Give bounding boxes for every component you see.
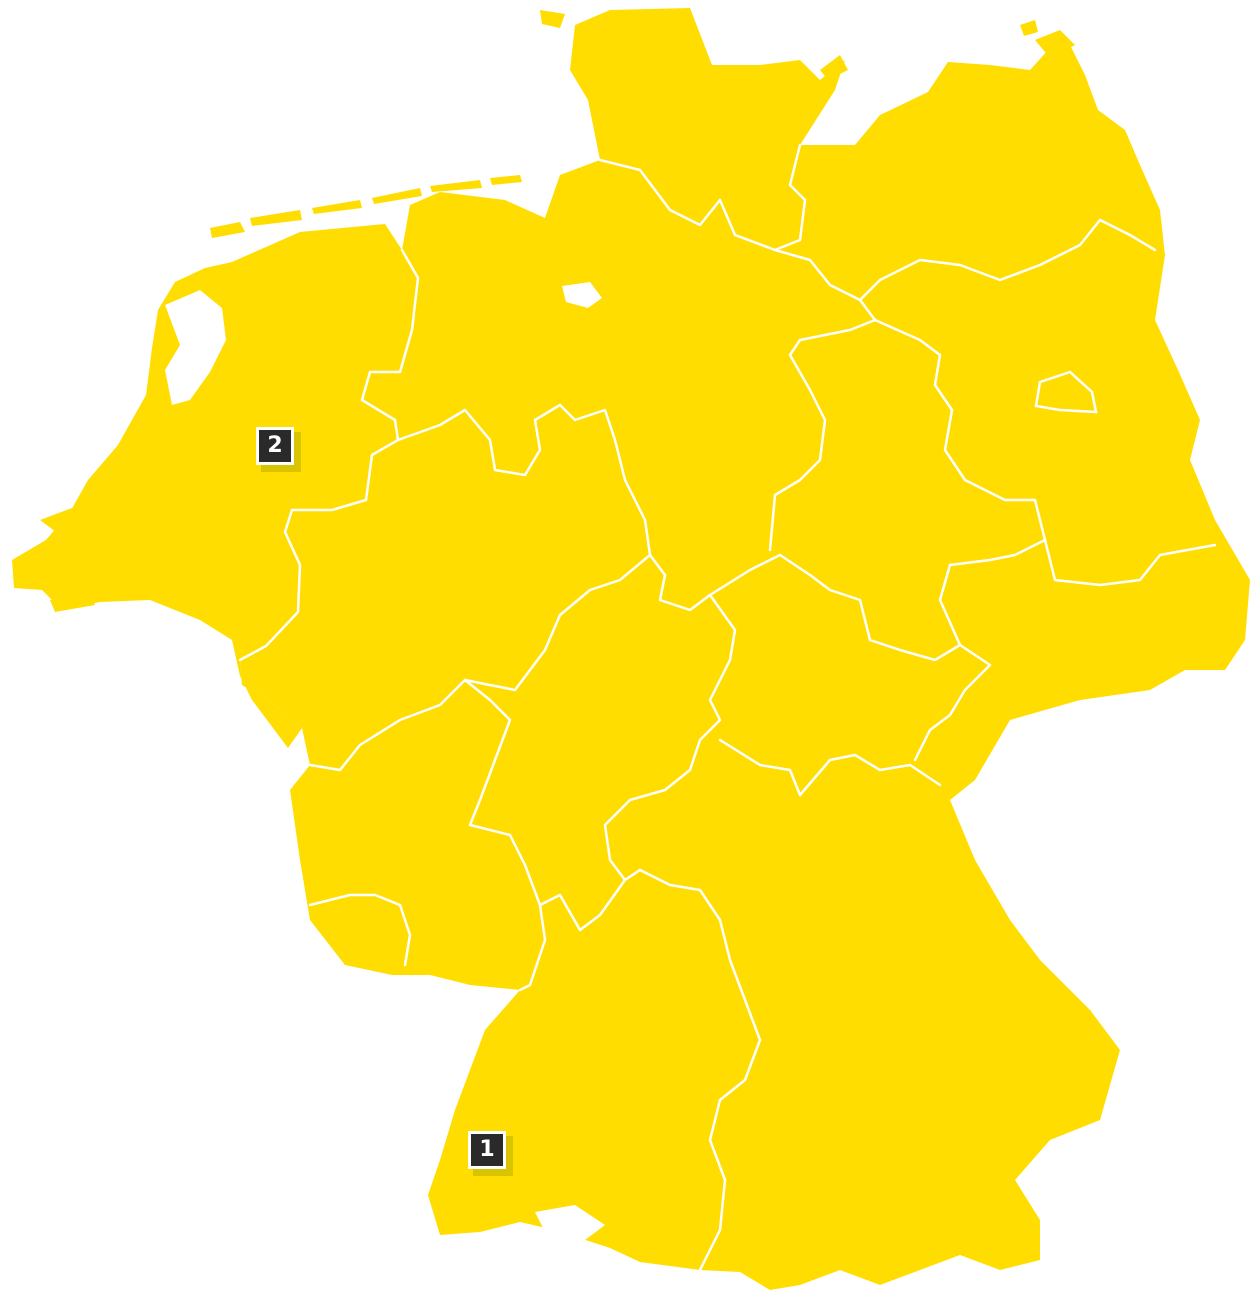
- border-sachsen-anhalt-west: [768, 298, 877, 552]
- berlin-area: [1034, 370, 1098, 414]
- borders: [238, 143, 1217, 1272]
- zeeland-islands: [20, 505, 95, 612]
- frisian-islands: [210, 175, 522, 238]
- map-marker-1[interactable]: 1: [468, 1131, 513, 1176]
- border-bayern-north: [603, 593, 737, 882]
- border-saarland: [308, 893, 412, 967]
- border-rlp-bw: [518, 903, 547, 992]
- marker-badge: 1: [468, 1131, 506, 1169]
- border-bayern-thueringen: [718, 738, 942, 797]
- ijsselmeer: [165, 290, 226, 405]
- netherlands-region: [12, 224, 418, 748]
- border-nl-de: [238, 248, 420, 662]
- border-elbe: [598, 143, 807, 252]
- border-nrw-nds: [396, 403, 652, 557]
- border-thueringen-sachsen: [913, 563, 992, 762]
- border-brandenburg-sachsen: [1043, 538, 1217, 587]
- map-marker-2[interactable]: 2: [256, 427, 301, 472]
- land-mass: [12, 8, 1250, 1290]
- germany-region: [240, 8, 1250, 1290]
- marker-label: 1: [479, 1137, 495, 1162]
- border-north-east: [773, 218, 1157, 302]
- marker-badge: 2: [256, 427, 294, 465]
- border-sachsen-anhalt-east: [873, 318, 1047, 567]
- marker-label: 2: [267, 433, 283, 458]
- bodensee: [535, 1205, 605, 1240]
- border-rlp-hessen: [463, 678, 627, 932]
- border-bw-bayern: [638, 868, 762, 1272]
- border-nrw-hessen-rlp: [308, 553, 652, 772]
- border-hessen-thueringen: [648, 553, 962, 662]
- lake: [562, 282, 602, 308]
- water-bodies: [165, 282, 1098, 1240]
